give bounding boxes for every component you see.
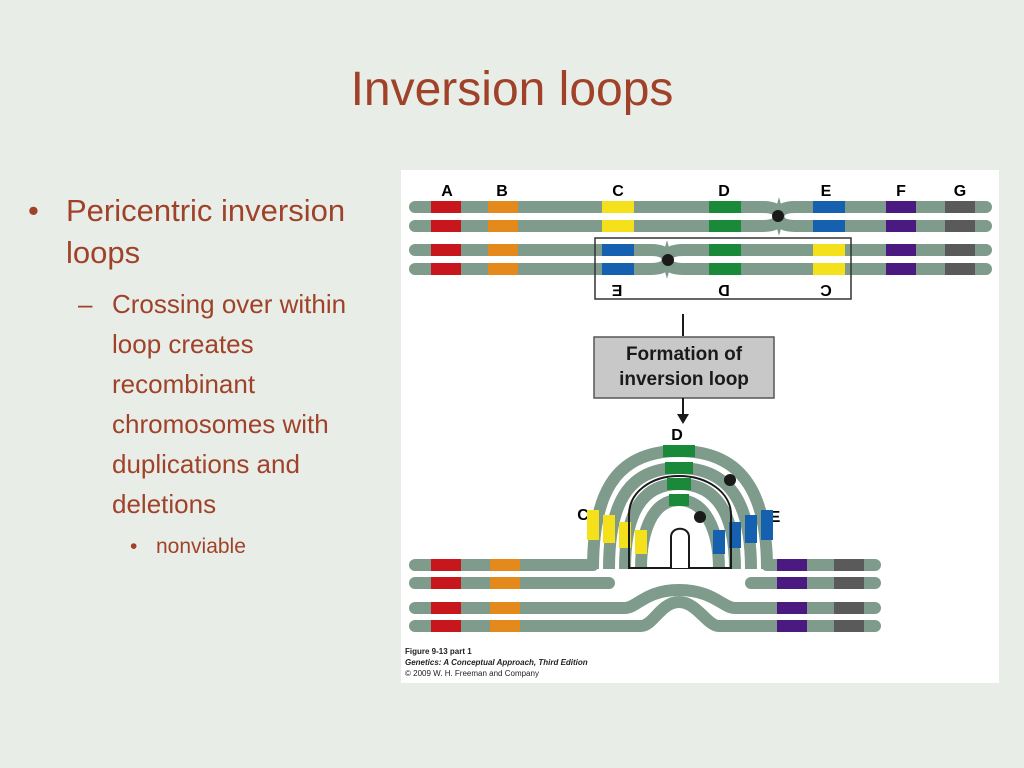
top-chromosomes: A B C D E F G [409, 183, 992, 300]
process-box-line-1: Formation of [626, 344, 743, 365]
process-step: Formation of inversion loop [593, 314, 775, 424]
inverted-label-e: E [611, 281, 622, 298]
gene-label-f: F [896, 183, 906, 200]
gene-label-a: A [441, 183, 453, 200]
caption-line-1: Figure 9-13 part 1 [405, 647, 472, 656]
gene-label-c: C [612, 183, 624, 200]
inversion-box [594, 237, 852, 300]
loop-label-c: C [577, 507, 589, 524]
bullet-level-3: nonviable [28, 532, 398, 562]
caption-line-2: Genetics: A Conceptual Approach, Third E… [405, 658, 588, 667]
crossover-outline [628, 474, 732, 569]
centromere-dot [694, 511, 706, 523]
bullet-level-1: Pericentric inversion loops [28, 190, 398, 274]
centromere-dot [772, 210, 784, 222]
loop-label-e: E [770, 509, 781, 526]
inverted-chromosome [409, 240, 992, 279]
inversion-loop: D C E [409, 427, 881, 632]
figure-diagram: A B C D E F G [409, 183, 992, 632]
inversion-loop-figure: A B C D E F G [401, 170, 999, 683]
slide-title: Inversion loops [350, 63, 674, 116]
figure-caption: Figure 9-13 part 1 Genetics: A Conceptua… [405, 646, 588, 679]
arrow-head [677, 414, 689, 424]
gene-label-g: G [954, 183, 966, 200]
centromere-dot [662, 254, 674, 266]
loop-label-d: D [671, 427, 683, 444]
bullet-level-2: Crossing over within loop creates recomb… [28, 284, 398, 524]
caption-line-3: © 2009 W. H. Freeman and Company [405, 669, 539, 678]
inverted-label-c: C [820, 281, 832, 298]
process-box [593, 336, 775, 399]
gene-label-d: D [718, 183, 730, 200]
centromere-dot [724, 474, 736, 486]
gene-label-b: B [496, 183, 508, 200]
process-box-line-2: inversion loop [619, 369, 749, 390]
bullet-list: Pericentric inversion loops Crossing ove… [28, 190, 398, 562]
gene-label-e: E [821, 183, 832, 200]
normal-chromosome [409, 197, 992, 236]
loop-center [670, 527, 690, 568]
inverted-label-d: D [718, 281, 730, 298]
